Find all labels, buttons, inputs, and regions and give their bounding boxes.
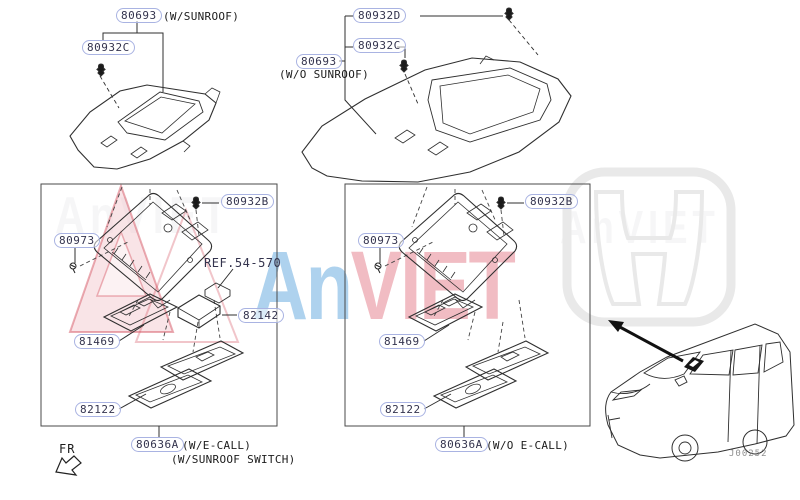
part-label-80973-right: 80973 bbox=[358, 233, 404, 248]
part-label-80932C-right: 80932C bbox=[353, 38, 406, 53]
caption-note-ecall: (W/E-CALL) bbox=[182, 439, 252, 452]
ecall-switch-parts bbox=[177, 268, 237, 329]
part-label-80932C-left: 80932C bbox=[82, 40, 135, 55]
diagram-code: J00252 bbox=[729, 449, 768, 459]
part-label-81469-right: 81469 bbox=[379, 334, 425, 349]
brand-watermark: AnVIET bbox=[252, 230, 516, 342]
fr-direction-arrow-icon bbox=[55, 455, 82, 476]
caption-note-sunroof-switch: (W/SUNROOF SWITCH) bbox=[171, 453, 296, 466]
top-left-assembly bbox=[69, 21, 221, 170]
part-label-80693-sunroof: 80693 bbox=[116, 8, 162, 23]
caption-note-wo-ecall: (W/O E-CALL) bbox=[486, 439, 570, 452]
top-right-assembly bbox=[301, 7, 572, 183]
part-label-82142: 82142 bbox=[238, 308, 284, 323]
fr-label: FR bbox=[59, 442, 76, 456]
part-label-80932D: 80932D bbox=[353, 8, 406, 23]
ghost-watermark: AnVIET bbox=[560, 201, 720, 253]
honda-logo-watermark bbox=[562, 167, 736, 327]
part-label-82122-right: 82122 bbox=[380, 402, 426, 417]
variant-note-wo-sunroof: (W/O SUNROOF) bbox=[279, 68, 369, 81]
part-label-80932B-left: 80932B bbox=[221, 194, 274, 209]
caption-label-80636A-left: 80636A bbox=[131, 437, 184, 452]
brand-watermark-red: VIET bbox=[350, 231, 516, 340]
left-detail-box bbox=[40, 183, 278, 437]
location-arrow-icon bbox=[608, 320, 684, 363]
part-label-80973-left: 80973 bbox=[54, 233, 100, 248]
right-detail-box bbox=[344, 183, 591, 437]
variant-note-sunroof: (W/SUNROOF) bbox=[163, 10, 240, 23]
part-label-82122-left: 82122 bbox=[75, 402, 121, 417]
part-label-80932B-right: 80932B bbox=[525, 194, 578, 209]
caption-label-80636A-right: 80636A bbox=[435, 437, 488, 452]
vehicle-locator bbox=[605, 320, 795, 462]
ref-label-54-570: REF.54-570 bbox=[204, 256, 282, 270]
part-label-80693-wo: 80693 bbox=[296, 54, 342, 69]
part-label-81469-left: 81469 bbox=[74, 334, 120, 349]
